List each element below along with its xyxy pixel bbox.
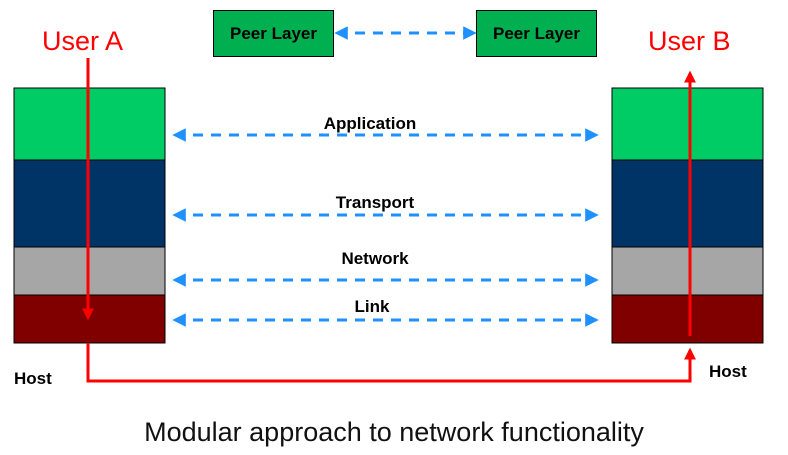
diagram-caption: Modular approach to network functionalit… xyxy=(144,417,644,447)
right-stack-transport-layer xyxy=(611,159,764,248)
peer-layer-label-right: Peer Layer xyxy=(493,23,580,43)
peer-arrows xyxy=(172,26,599,327)
right-stack-link-layer xyxy=(611,294,764,344)
application-layer-label: Application xyxy=(323,114,417,133)
right-stack-network-layer xyxy=(611,246,764,296)
user-b-label: User B xyxy=(648,26,731,56)
link-layer-label: Link xyxy=(354,297,390,316)
host-label-left: Host xyxy=(14,369,52,388)
host-to-host-path xyxy=(86,343,696,383)
peer-layer-box-right: Peer Layer xyxy=(476,10,597,57)
peer-layer-box-left: Peer Layer xyxy=(213,10,334,57)
right-protocol-stack xyxy=(611,87,764,344)
host-label-right: Host xyxy=(709,362,747,381)
user-a-label: User A xyxy=(42,26,124,56)
right-stack-application-layer xyxy=(611,87,764,161)
network-layer-label: Network xyxy=(341,249,409,268)
peer-layer-label-left: Peer Layer xyxy=(230,23,317,43)
transport-layer-label: Transport xyxy=(335,193,415,212)
data-path xyxy=(82,58,696,383)
